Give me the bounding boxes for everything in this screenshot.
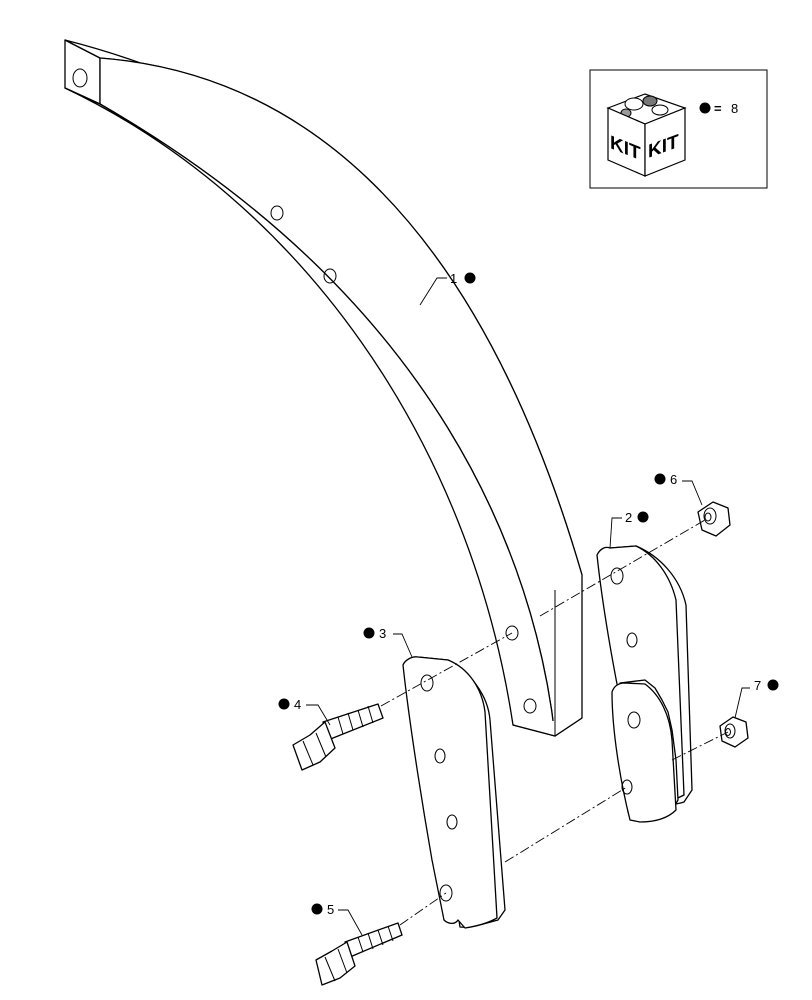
callout-1: 1 xyxy=(450,271,476,286)
callout-6-kit-marker xyxy=(654,473,666,485)
callout-7: 7 xyxy=(754,678,779,693)
callout-1-number: 1 xyxy=(450,271,457,286)
callout-2-kit-marker xyxy=(637,511,649,523)
callout-5: 5 xyxy=(311,902,334,917)
kit-legend-box: KIT KIT = 8 xyxy=(589,69,768,189)
callout-3: 3 xyxy=(363,626,386,641)
callout-6-number: 6 xyxy=(670,472,677,487)
callout-5-kit-marker xyxy=(311,903,323,915)
callout-2-number: 2 xyxy=(625,510,632,525)
curved-tine-part-1 xyxy=(64,39,583,737)
callout-7-kit-marker xyxy=(767,679,779,691)
kit-equals: = xyxy=(714,101,722,116)
wear-plate-part-3 xyxy=(402,656,506,929)
leader-lines xyxy=(306,277,750,936)
serrated-plate xyxy=(611,679,679,823)
nut-part-6 xyxy=(697,501,731,537)
kit-box-icon: KIT KIT xyxy=(606,93,687,177)
bolt-part-5 xyxy=(315,922,403,986)
callout-6: 6 xyxy=(654,472,677,487)
callout-4-number: 4 xyxy=(294,697,301,712)
callout-4: 4 xyxy=(278,697,301,712)
callout-3-kit-marker xyxy=(363,627,375,639)
nut-part-7 xyxy=(719,716,749,748)
bolt-part-4 xyxy=(292,703,384,771)
center-lines xyxy=(380,519,729,926)
callout-3-number: 3 xyxy=(379,626,386,641)
callout-5-number: 5 xyxy=(327,902,334,917)
callout-4-kit-marker xyxy=(278,698,290,710)
callout-1-kit-marker xyxy=(464,272,476,284)
kit-marker-dot xyxy=(699,102,711,114)
callout-7-number: 7 xyxy=(754,678,761,693)
kit-number: 8 xyxy=(731,101,738,116)
callout-2: 2 xyxy=(625,510,649,525)
